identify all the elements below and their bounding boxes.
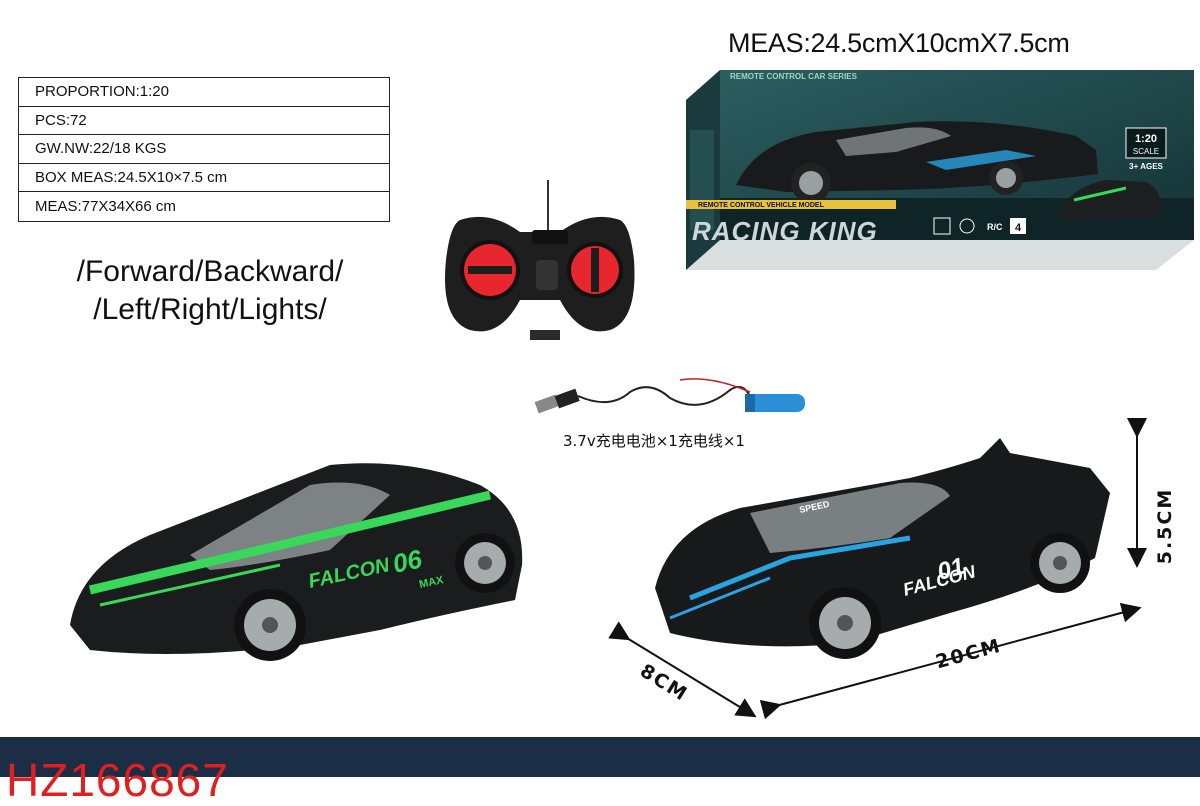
series-label: REMOTE CONTROL CAR SERIES <box>730 72 858 81</box>
windshield <box>190 482 390 570</box>
footer-bar <box>0 737 1200 777</box>
brand-name: RACING KING <box>692 216 878 246</box>
height-label: 5.5CM <box>1154 487 1176 565</box>
function-list: /Forward/Backward/ /Left/Right/Lights/ <box>40 253 380 329</box>
scale-value: 1:20 <box>1135 133 1157 145</box>
windshield <box>750 482 950 553</box>
battery <box>745 394 805 412</box>
blue-stripe <box>689 535 911 601</box>
sku-number: HZ166867 <box>6 754 229 806</box>
width-arrow <box>608 621 757 718</box>
spec-table: PROPORTION:1:20 PCS:72 GW.NW:22/18 KGS B… <box>18 77 390 222</box>
function-line-2: /Left/Right/Lights/ <box>93 293 327 326</box>
ages-label: 3+ AGES <box>1129 162 1163 171</box>
spec-weight: GW.NW:22/18 KGS <box>19 135 389 164</box>
dimension-arrows <box>608 418 1147 720</box>
spec-proportion: PROPORTION:1:20 <box>19 78 389 107</box>
channel-badge: 4 <box>1015 222 1022 234</box>
green-stripe <box>88 490 492 595</box>
spec-box-meas: BOX MEAS:24.5X10×7.5 cm <box>19 164 389 192</box>
package-meas: MEAS:24.5cmX10cmX7.5cm <box>728 28 1070 58</box>
model-label: REMOTE CONTROL VEHICLE MODEL <box>698 202 825 209</box>
green-car-badge: MAX <box>418 574 445 591</box>
length-arrow <box>759 602 1142 720</box>
package-box-image: REMOTE CONTROL CAR SERIES 1:20 SCALE 3+ … <box>686 70 1194 270</box>
spec-carton-meas: MEAS:77X34X66 cm <box>35 197 176 215</box>
green-car-number: 06 <box>390 543 425 578</box>
battery-cable-image <box>534 378 805 414</box>
green-car-image: FALCON 06 MAX <box>70 463 523 661</box>
rc-badge: R/C <box>987 222 1003 232</box>
scale-word: SCALE <box>1133 147 1159 156</box>
remote-controller-image <box>445 180 635 340</box>
accessory-caption: 3.7v充电电池×1充电线×1 <box>563 432 745 450</box>
spec-pcs: PCS:72 <box>19 107 389 135</box>
function-line-1: /Forward/Backward/ <box>76 255 344 288</box>
light-icon <box>959 218 975 234</box>
